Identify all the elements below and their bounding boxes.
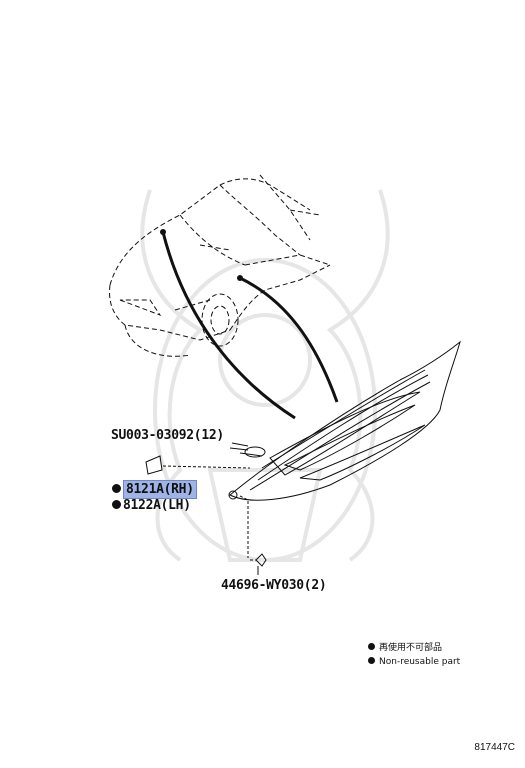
legend-bullet-icon [368, 657, 375, 664]
legend-text-chinese: 再使用不可部品 [379, 643, 443, 653]
screw-part [145, 455, 163, 475]
legend: 再使用不可部品 Non-reusable part [368, 641, 460, 669]
drawing-code: 817447C [474, 742, 515, 753]
part-label-clip: 44696-WY030(2) [221, 578, 327, 593]
leader-lines [161, 231, 339, 420]
legend-row-chinese: 再使用不可部品 [368, 641, 460, 655]
part-number-emblem-rh[interactable]: 8121A(RH) [123, 480, 197, 499]
part-number-clip: 44696-WY030(2) [221, 578, 327, 593]
watermark-logo [140, 189, 390, 562]
side-emblem [228, 340, 461, 501]
non-reusable-marker-rh [112, 484, 121, 493]
part-label-screw: SU003-03092(12) [111, 428, 224, 443]
clip-part [255, 553, 267, 575]
connector-lines [162, 465, 256, 561]
non-reusable-marker-lh [112, 500, 121, 509]
part-label-emblem-lh: 8122A(LH) [112, 498, 191, 513]
legend-row-english: Non-reusable part [368, 655, 460, 669]
part-label-emblem-rh: 8121A(RH) [112, 480, 197, 499]
screw-assembly [229, 442, 266, 458]
legend-text-english: Non-reusable part [379, 657, 461, 667]
part-number-emblem-lh[interactable]: 8122A(LH) [123, 498, 191, 513]
car-outline [109, 174, 331, 357]
legend-bullet-icon [368, 643, 375, 650]
part-number-screw: SU003-03092(12) [111, 428, 224, 443]
attachment-point-front [160, 229, 166, 235]
attachment-point-side [237, 275, 243, 281]
